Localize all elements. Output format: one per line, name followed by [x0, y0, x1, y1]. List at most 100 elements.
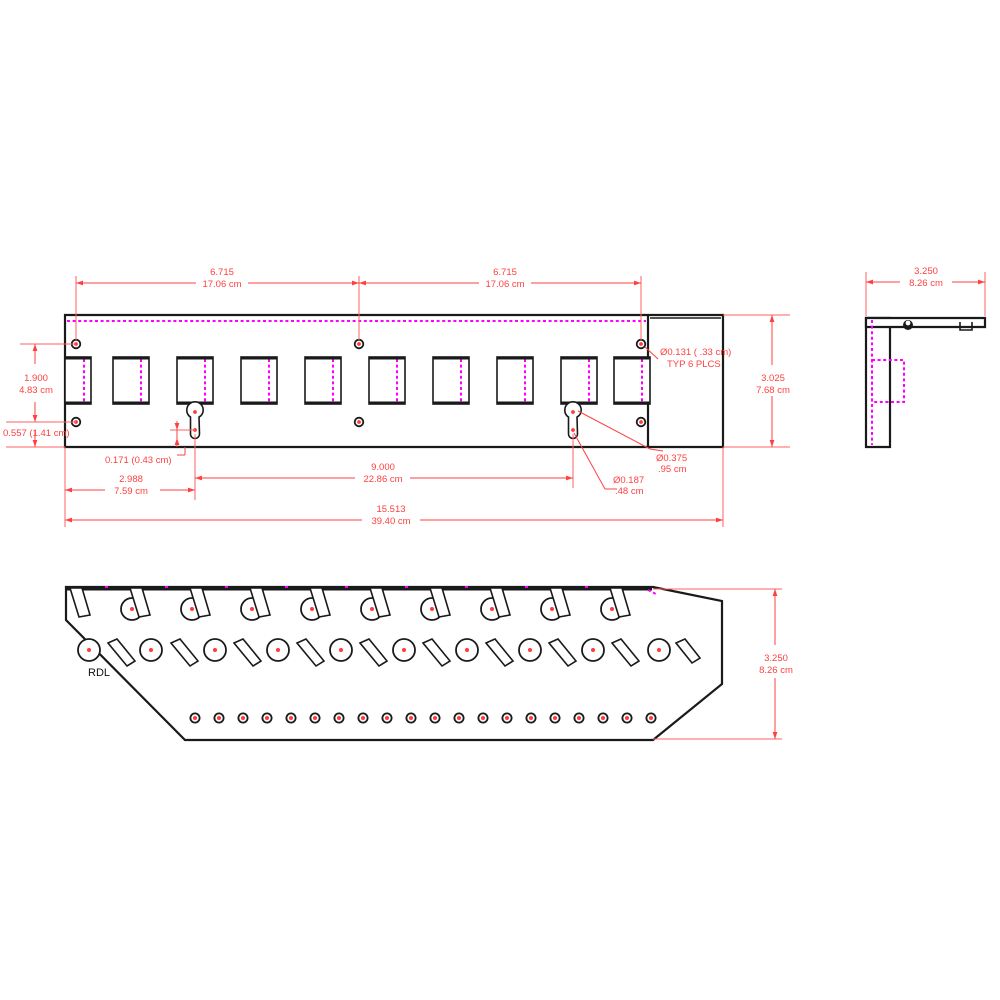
dim-flange-width: 3.250 8.26 cm [865, 266, 986, 316]
dim-top-right-span: 6.715 17.06 cm [359, 267, 642, 340]
bottom-view: RDL [64, 585, 793, 742]
dim-keyhole-offset: 0.171 (0.43 cm) [105, 421, 195, 466]
flange-hole-inner [905, 320, 911, 326]
mounting-hole [635, 416, 647, 428]
edge-hole [333, 712, 345, 724]
rect-slot [560, 356, 598, 405]
edge-hole [309, 712, 321, 724]
dim-value: 1.900 [24, 373, 48, 384]
edge-hole [285, 712, 297, 724]
rect-slot [304, 356, 342, 405]
edge-hole [501, 712, 513, 724]
dim-metric: 22.86 cm [363, 474, 402, 485]
dim-metric: 8.26 cm [909, 278, 943, 289]
edge-hole [189, 712, 201, 724]
angled-slot-top-group [68, 587, 632, 618]
dim-overall-height: 3.025 7.68 cm [723, 314, 790, 448]
rect-slot [112, 356, 150, 405]
dim-keyhole-span: 9.000 22.86 cm [195, 434, 574, 488]
callout-line2: .48 cm [615, 486, 644, 497]
front-view: 6.715 17.06 cm 6.715 17.06 cm 1.9 [3, 267, 790, 527]
callout-line1: Ø0.131 ( .33 cm) [660, 347, 731, 358]
side-web [864, 316, 892, 449]
edge-hole [405, 712, 417, 724]
dim-overall-length: 15.513 39.40 cm [64, 447, 724, 527]
rect-slot [240, 356, 278, 405]
dim-value: 15.513 [376, 504, 405, 515]
mounting-hole [353, 338, 365, 350]
bottom-circle [266, 638, 290, 662]
rect-slot [432, 356, 470, 405]
mounting-hole [635, 338, 647, 350]
edge-hole [213, 712, 225, 724]
dim-value: 6.715 [493, 267, 517, 278]
bottom-top-row [68, 587, 632, 621]
edge-hole [237, 712, 249, 724]
bottom-circle [392, 638, 416, 662]
bottom-mid-row [77, 638, 702, 668]
bottom-edge-hole-row [189, 712, 657, 724]
bottom-circle [518, 638, 542, 662]
edge-hole [261, 712, 273, 724]
edge-hole [429, 712, 441, 724]
dim-value: 9.000 [371, 462, 395, 473]
dim-bottom-offset: 0.557 (1.41 cm) [3, 421, 76, 448]
bottom-circle [647, 638, 671, 662]
keyhole-right [564, 401, 583, 440]
callout-line1: Ø0.375 [656, 453, 687, 464]
bottom-circle [77, 638, 101, 662]
mounting-hole [353, 416, 365, 428]
dim-metric: 8.26 cm [759, 665, 793, 676]
bottom-circle [581, 638, 605, 662]
edge-hole [573, 712, 585, 724]
bottom-circle [139, 638, 163, 662]
dim-left-hole-span: 2.988 7.59 cm [64, 434, 196, 500]
side-hidden-slot [871, 359, 905, 403]
dim-metric: 7.68 cm [756, 385, 790, 396]
edge-hole [645, 712, 657, 724]
rect-slot [368, 356, 406, 405]
part-label-rdl: RDL [88, 667, 110, 679]
dim-value: 0.171 (0.43 cm) [105, 455, 172, 466]
edge-hole [621, 712, 633, 724]
keyhole-left [186, 401, 205, 440]
bottom-circle [329, 638, 353, 662]
rect-slot-group [64, 356, 651, 405]
angled-slot-mid-group [106, 638, 702, 668]
bottom-circle [455, 638, 479, 662]
dim-value: 6.715 [210, 267, 234, 278]
side-flange [864, 316, 987, 329]
dim-metric: 17.06 cm [202, 279, 241, 290]
dim-metric: 7.59 cm [114, 486, 148, 497]
dim-metric: 17.06 cm [485, 279, 524, 290]
bottom-circle [203, 638, 227, 662]
callout-keyhole-large: Ø0.375 .95 cm [577, 410, 687, 475]
dim-value: 3.025 [761, 373, 785, 384]
edge-hole [549, 712, 561, 724]
bottom-bend-ticks [105, 586, 657, 595]
rect-slot [496, 356, 534, 405]
rect-slot [613, 356, 651, 405]
edge-hole [477, 712, 489, 724]
dim-metric: 39.40 cm [371, 516, 410, 527]
dim-metric: 4.83 cm [19, 385, 53, 396]
rect-slot [176, 356, 214, 405]
callout-line1: Ø0.187 [613, 475, 644, 486]
callout-line2: .95 cm [658, 464, 687, 475]
edge-hole [597, 712, 609, 724]
dim-value: 3.250 [914, 266, 938, 277]
edge-hole [357, 712, 369, 724]
dim-value: 0.557 (1.41 cm) [3, 428, 70, 439]
edge-hole [453, 712, 465, 724]
mounting-hole-group [70, 338, 647, 428]
dim-value: 2.988 [119, 474, 143, 485]
rect-slot [64, 356, 92, 405]
callout-mounting-hole: Ø0.131 ( .33 cm) TYP 6 PLCS [644, 346, 731, 370]
edge-hole [381, 712, 393, 724]
flange-notch [959, 322, 973, 331]
side-view: 3.250 8.26 cm [864, 266, 987, 449]
edge-hole [525, 712, 537, 724]
callout-line2: TYP 6 PLCS [667, 359, 721, 370]
